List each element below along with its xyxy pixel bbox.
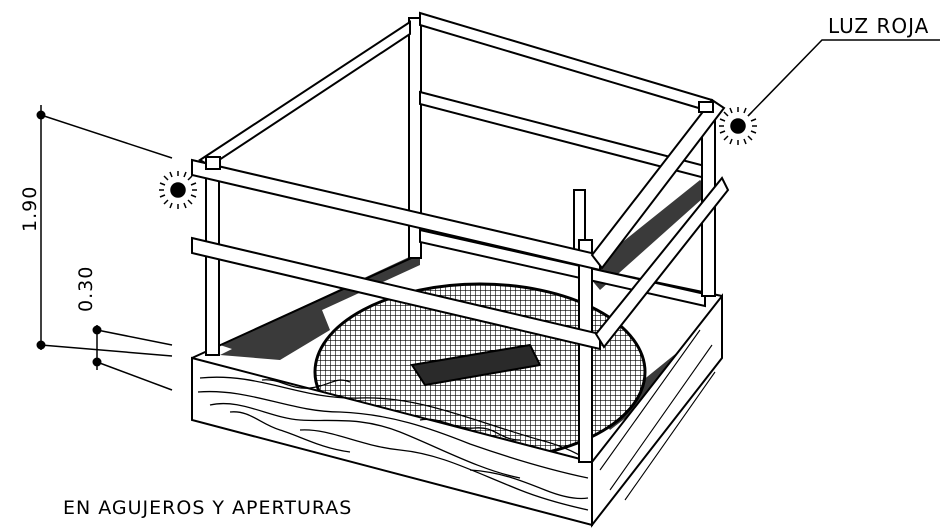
back-posts [408, 17, 586, 271]
callout-label: LUZ ROJA [828, 14, 929, 38]
red-light-left-icon [159, 171, 197, 209]
front-rails [191, 98, 730, 351]
dimension-toe-board: 0.30 [75, 266, 97, 312]
callout-leader [747, 39, 940, 117]
wood-base [191, 254, 723, 528]
dimension-ticks [36, 110, 102, 367]
caption-text: EN AGUJEROS Y APERTURAS [63, 497, 352, 519]
dimension-total-height: 1.90 [19, 186, 41, 232]
dimension-lines [40, 105, 173, 391]
opening-slot [410, 343, 542, 387]
